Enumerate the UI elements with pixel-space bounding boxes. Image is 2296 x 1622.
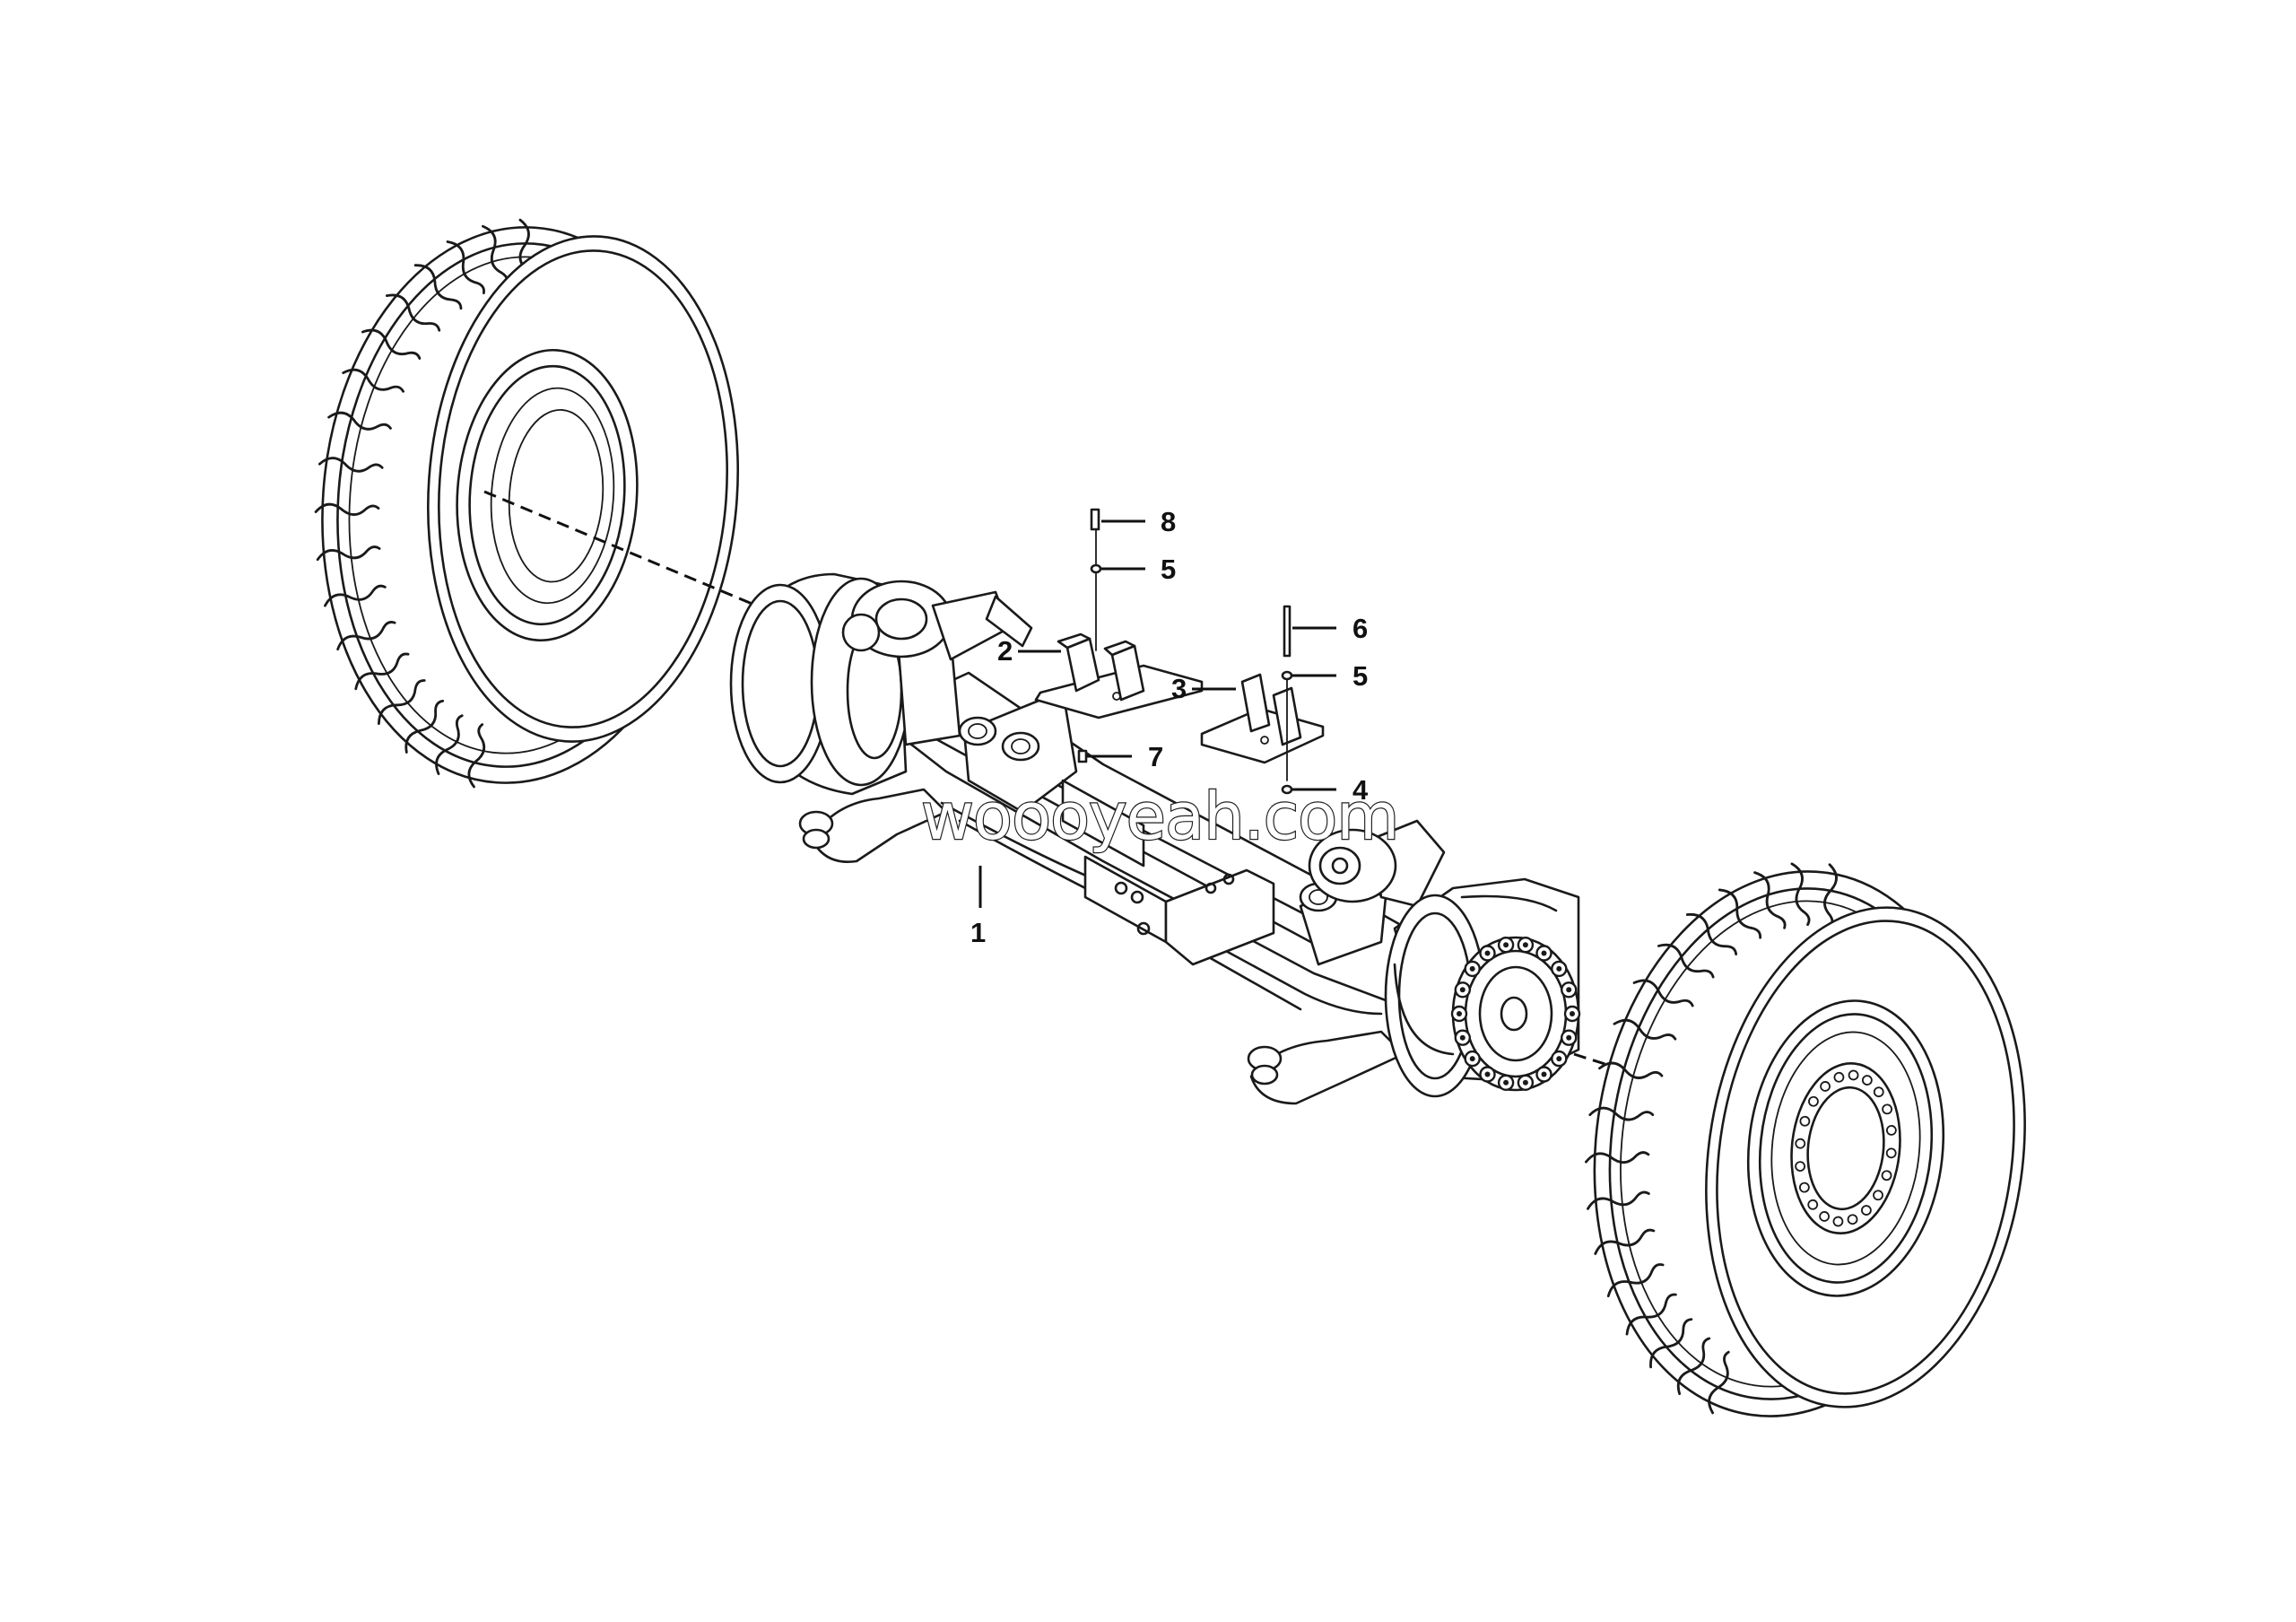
- svg-text:5: 5: [1161, 554, 1176, 585]
- callout-6: 6: [1292, 613, 1368, 644]
- svg-text:6: 6: [1352, 613, 1368, 644]
- callout-7: 7: [1087, 741, 1163, 772]
- axle-housing: [873, 671, 1401, 1016]
- callout-2: 2: [997, 635, 1061, 667]
- callout-4: 4: [1292, 774, 1369, 806]
- right-brake-chamber: [1308, 819, 1446, 908]
- callout-1: 1: [970, 866, 986, 948]
- callout-5-upper: 5: [1101, 554, 1176, 585]
- left-wheel: [314, 217, 772, 789]
- callout-5-lower: 5: [1292, 660, 1368, 692]
- right-rim: [1746, 999, 1945, 1297]
- callout-3: 3: [1171, 673, 1236, 704]
- left-rim: [456, 348, 639, 642]
- fasteners: [1077, 508, 1293, 795]
- bracket-2: [1034, 632, 1204, 719]
- callout-8: 8: [1101, 506, 1176, 537]
- lower-arms: [798, 788, 1405, 1105]
- svg-text:5: 5: [1352, 660, 1368, 692]
- svg-text:2: 2: [997, 635, 1013, 667]
- svg-text:4: 4: [1352, 774, 1369, 806]
- svg-text:7: 7: [1148, 741, 1163, 772]
- left-hub: [729, 572, 1033, 796]
- bracket-3: [1200, 673, 1325, 764]
- right-wheel: [1573, 860, 2026, 1417]
- watermark: woooyeah.com: [921, 779, 1398, 854]
- svg-text:1: 1: [970, 917, 986, 948]
- svg-text:3: 3: [1171, 673, 1187, 704]
- callouts: 8 5 6 5 2 3 7 4: [970, 506, 1369, 948]
- left-brake-chamber: [841, 580, 1033, 661]
- svg-text:8: 8: [1161, 506, 1176, 537]
- right-hub: [1308, 819, 1581, 1098]
